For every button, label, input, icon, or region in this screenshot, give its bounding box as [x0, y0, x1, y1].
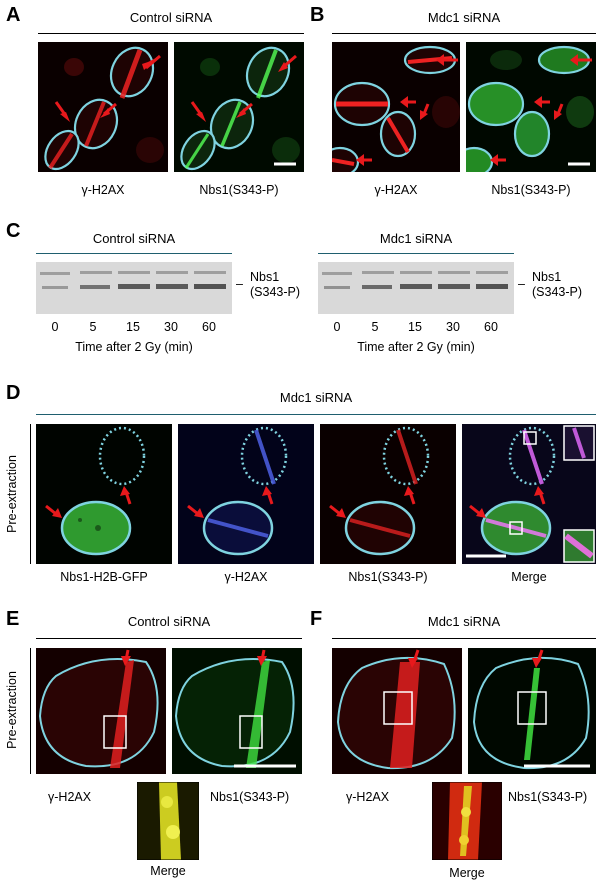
panel-a-caption-h2ax: γ-H2AX [81, 183, 125, 197]
panel-d-header: Mdc1 siRNA [279, 390, 353, 405]
panel-b-nbs1-image [466, 42, 596, 172]
panel-d-h2ax-image [178, 424, 314, 564]
panel-b-header: Mdc1 siRNA [427, 10, 501, 25]
panel-c-left-band-dash: – [236, 277, 243, 291]
panel-f-rule [332, 638, 596, 639]
panel-f-merge-caption: Merge [449, 866, 485, 880]
panel-c-left-tick: 5 [89, 320, 97, 334]
panel-b-rule [332, 33, 596, 34]
panel-c-left-band-label: Nbs1(S343-P) [250, 270, 301, 299]
panel-f-nbs1-image [468, 648, 596, 774]
panel-e-merge-caption: Merge [150, 864, 186, 878]
panel-e-side-label: Pre-extraction [5, 671, 19, 749]
panel-e-merge-inset [137, 782, 199, 860]
panel-c-right-tick: 15 [408, 320, 422, 334]
panel-c-right-tick: 0 [333, 320, 341, 334]
panel-c-left-tick: 30 [164, 320, 178, 334]
panel-b-caption-h2ax: γ-H2AX [374, 183, 418, 197]
panel-c-right-rule [318, 253, 514, 254]
panel-d-side-rule [30, 424, 31, 564]
panel-d-merge-image [462, 424, 596, 564]
panel-a-header: Control siRNA [129, 10, 213, 25]
panel-letter-b: B [310, 4, 325, 26]
panel-e-caption-h2ax: γ-H2AX [48, 790, 92, 804]
panel-a-nbs1-image [174, 42, 304, 172]
panel-c-right-tick: 30 [446, 320, 460, 334]
panel-f-header: Mdc1 siRNA [427, 614, 501, 629]
panel-c-right-band-dash: – [518, 277, 525, 291]
panel-b-h2ax-image [332, 42, 460, 172]
panel-c-left-header: Control siRNA [92, 231, 176, 246]
panel-e-nbs1-image [172, 648, 302, 774]
panel-c-right-band-label: Nbs1(S343-P) [532, 270, 583, 299]
panel-letter-f: F [310, 608, 323, 630]
panel-c-left-axis-title: Time after 2 Gy (min) [75, 340, 193, 354]
panel-e-rule [36, 638, 302, 639]
panel-d-rule [36, 414, 596, 415]
panel-c-right-axis-title: Time after 2 Gy (min) [357, 340, 475, 354]
panel-b-caption-nbs1: Nbs1(S343-P) [491, 183, 571, 197]
panel-c-left-tick: 15 [126, 320, 140, 334]
panel-c-right-blot [318, 262, 514, 314]
panel-d-nbs1-image [320, 424, 456, 564]
panel-c-left-tick: 60 [202, 320, 216, 334]
panel-letter-d: D [6, 382, 21, 404]
panel-e-header: Control siRNA [127, 614, 211, 629]
panel-c-right-tick: 60 [484, 320, 498, 334]
panel-d-side-label: Pre-extraction [5, 455, 19, 533]
panel-f-caption-nbs1: Nbs1(S343-P) [508, 790, 588, 804]
panel-f-caption-h2ax: γ-H2AX [346, 790, 390, 804]
panel-c-right-tick: 5 [371, 320, 379, 334]
panel-d-caption-nbs1: Nbs1(S343-P) [348, 570, 428, 584]
panel-c-left-blot [36, 262, 232, 314]
panel-letter-c: C [6, 220, 21, 242]
panel-d-caption-merge: Merge [511, 570, 547, 584]
panel-f-h2ax-image [332, 648, 462, 774]
panel-e-side-rule [30, 648, 31, 774]
panel-a-h2ax-image [38, 42, 168, 172]
panel-d-caption-h2ax: γ-H2AX [224, 570, 268, 584]
panel-e-caption-nbs1: Nbs1(S343-P) [210, 790, 290, 804]
panel-f-merge-inset [432, 782, 502, 860]
panel-c-left-tick: 0 [51, 320, 59, 334]
panel-d-gfp-image [36, 424, 172, 564]
panel-e-h2ax-image [36, 648, 166, 774]
panel-letter-a: A [6, 4, 21, 26]
arrow-icon [142, 54, 161, 70]
panel-c-right-header: Mdc1 siRNA [379, 231, 453, 246]
panel-d-caption-gfp: Nbs1-H2B-GFP [60, 570, 148, 584]
panel-a-caption-nbs1: Nbs1(S343-P) [199, 183, 279, 197]
panel-a-rule [38, 33, 304, 34]
panel-c-left-rule [36, 253, 232, 254]
panel-letter-e: E [6, 608, 20, 630]
